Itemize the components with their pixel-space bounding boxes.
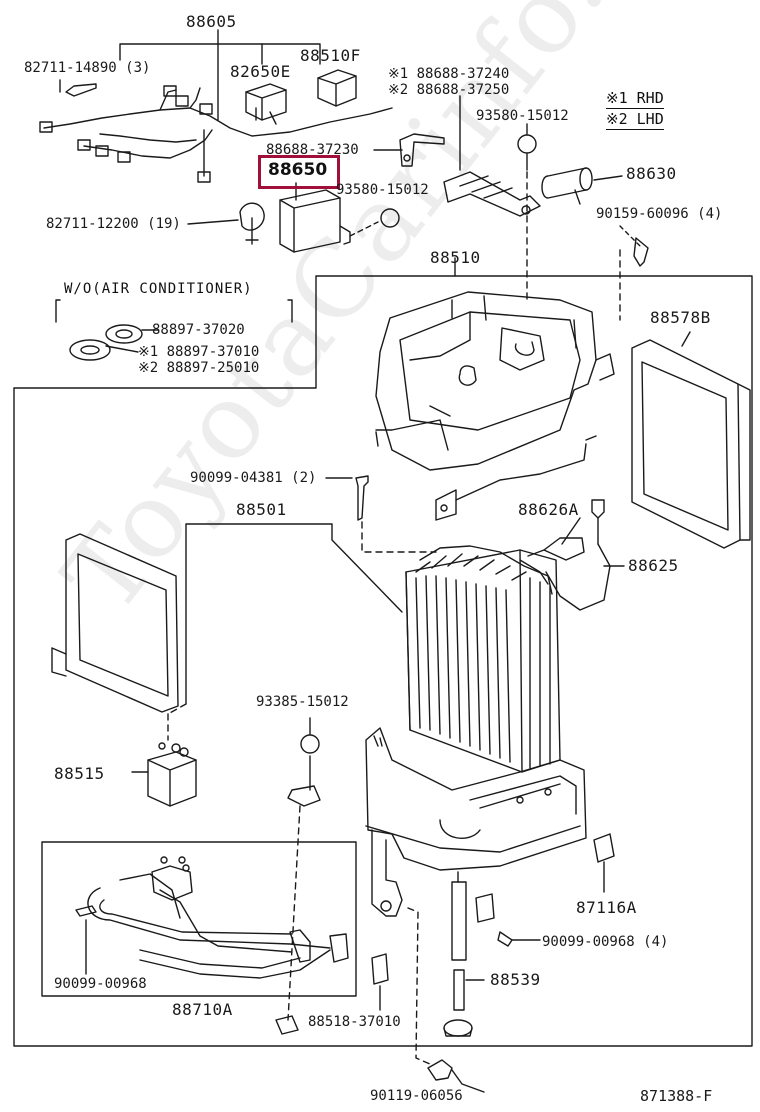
highlight-box-88650[interactable] bbox=[258, 155, 340, 189]
part-label-88539[interactable]: 88539 bbox=[490, 970, 541, 989]
part-label-88626a[interactable]: 88626A bbox=[518, 500, 579, 519]
legend-rhd: ※1 RHD bbox=[606, 89, 664, 109]
part-label-90099-00968-4[interactable]: 90099-00968 (4) bbox=[542, 934, 669, 950]
part-label-88688-37250[interactable]: ※2 88688-37250 bbox=[388, 82, 510, 98]
part-label-88501[interactable]: 88501 bbox=[236, 500, 287, 519]
legend-lhd: ※2 LHD bbox=[606, 110, 664, 130]
part-label-82650e[interactable]: 82650E bbox=[230, 62, 291, 81]
part-label-82711-14890[interactable]: 82711-14890 (3) bbox=[24, 60, 151, 76]
without-ac-title: W/O(AIR CONDITIONER) bbox=[64, 281, 253, 297]
part-label-93580-15012-a[interactable]: 93580-15012 bbox=[476, 108, 569, 124]
part-label-88650[interactable]: 88650 bbox=[268, 160, 328, 180]
part-label-88510[interactable]: 88510 bbox=[430, 248, 481, 267]
part-label-90119-06056[interactable]: 90119-06056 bbox=[370, 1088, 463, 1104]
part-label-88710a[interactable]: 88710A bbox=[172, 1000, 233, 1019]
part-label-88578b[interactable]: 88578B bbox=[650, 308, 711, 327]
part-label-88510f[interactable]: 88510F bbox=[300, 46, 361, 65]
part-label-88688-37230[interactable]: 88688-37230 bbox=[266, 142, 359, 158]
figure-id: 871388-F bbox=[640, 1087, 713, 1105]
part-label-88518-37010[interactable]: 88518-37010 bbox=[308, 1014, 401, 1030]
part-label-90159-60096[interactable]: 90159-60096 (4) bbox=[596, 206, 723, 222]
part-label-88897-25010[interactable]: ※2 88897-25010 bbox=[138, 360, 260, 376]
part-label-93580-15012-b[interactable]: 93580-15012 bbox=[336, 182, 429, 198]
part-label-88688-37240[interactable]: ※1 88688-37240 bbox=[388, 66, 510, 82]
part-label-88630[interactable]: 88630 bbox=[626, 164, 677, 183]
legend: ※1 RHD ※2 LHD bbox=[606, 88, 664, 130]
part-label-90099-04381[interactable]: 90099-04381 (2) bbox=[190, 470, 317, 486]
part-label-88897-37020[interactable]: 88897-37020 bbox=[152, 322, 245, 338]
part-label-88625[interactable]: 88625 bbox=[628, 556, 679, 575]
part-label-88605[interactable]: 88605 bbox=[186, 12, 237, 31]
part-label-90099-00968[interactable]: 90099-00968 bbox=[54, 976, 147, 992]
part-label-93385-15012[interactable]: 93385-15012 bbox=[256, 694, 349, 710]
part-label-87116a[interactable]: 87116A bbox=[576, 898, 637, 917]
part-label-82711-12200[interactable]: 82711-12200 (19) bbox=[46, 216, 181, 232]
assembly-frame bbox=[13, 275, 753, 1047]
part-label-88515[interactable]: 88515 bbox=[54, 764, 105, 783]
part-label-88897-37010[interactable]: ※1 88897-37010 bbox=[138, 344, 260, 360]
